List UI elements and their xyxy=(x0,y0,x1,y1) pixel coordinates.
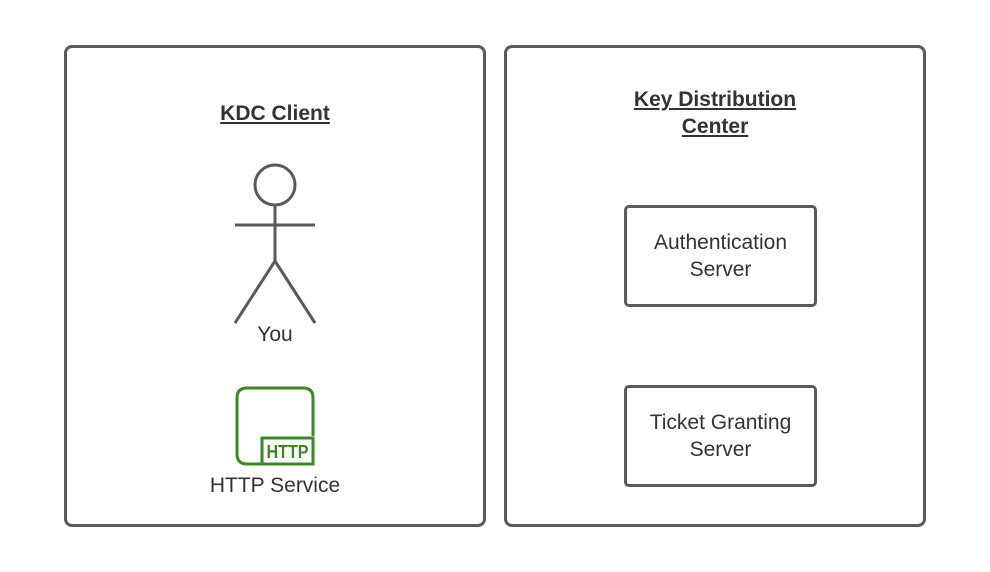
actor-icon xyxy=(233,163,317,324)
http-icon: HTTP xyxy=(235,386,315,466)
ticket-granting-server-line1: Ticket Granting xyxy=(649,411,792,434)
authentication-server-line2: Server xyxy=(689,258,752,281)
ticket-granting-server[interactable]: Ticket Granting Server xyxy=(624,385,817,487)
kdc-title-line1: Key Distribution xyxy=(633,88,797,111)
authentication-server[interactable]: Authentication Server xyxy=(624,205,817,307)
authentication-server-line1: Authentication xyxy=(653,231,788,254)
kdc-client-group xyxy=(64,45,486,527)
kdc-title-line2: Center xyxy=(681,115,749,138)
kdc-client-title: KDC Client xyxy=(220,102,330,125)
ticket-granting-server-line2: Server xyxy=(689,438,752,461)
http-service-label: HTTP Service xyxy=(209,474,341,497)
http-icon-text: HTTP xyxy=(267,442,309,462)
kdc-title: Key Distribution Center xyxy=(504,86,926,140)
actor-label: You xyxy=(257,323,293,346)
